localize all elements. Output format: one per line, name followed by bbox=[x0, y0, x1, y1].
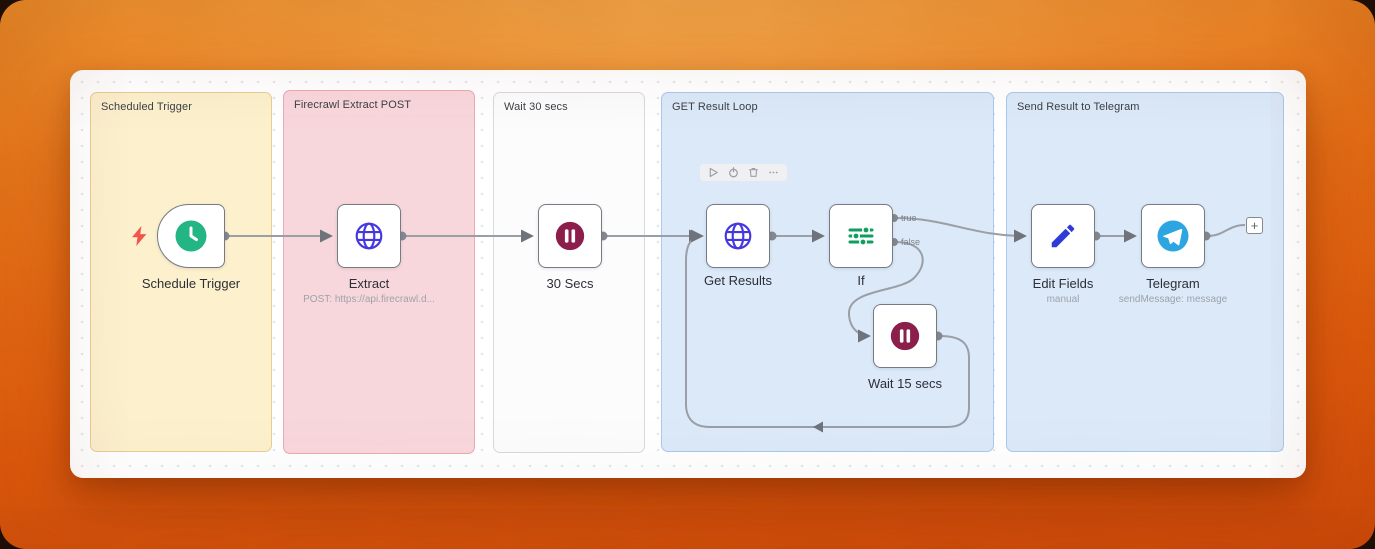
sliders-icon bbox=[845, 220, 877, 252]
group-scheduled-trigger[interactable]: Scheduled Trigger bbox=[90, 92, 272, 452]
node-title: 30 Secs bbox=[546, 276, 594, 291]
group-wait-30-secs[interactable]: Wait 30 secs bbox=[493, 92, 645, 453]
node-if[interactable] bbox=[829, 204, 893, 268]
node-label-schedule-trigger: Schedule Trigger bbox=[142, 276, 240, 291]
node-label-telegram: Telegram sendMessage: message bbox=[1119, 276, 1227, 305]
node-label-wait-15: Wait 15 secs bbox=[868, 376, 942, 391]
node-toolbar bbox=[700, 164, 787, 181]
workflow-canvas[interactable]: Scheduled Trigger Firecrawl Extract POST… bbox=[70, 70, 1306, 478]
power-icon[interactable] bbox=[728, 167, 739, 178]
globe-icon bbox=[352, 219, 386, 253]
node-wait-15-secs[interactable] bbox=[873, 304, 937, 368]
node-label-wait-30: 30 Secs bbox=[547, 276, 594, 291]
node-subtitle: POST: https://api.firecrawl.d... bbox=[303, 294, 435, 305]
pause-icon bbox=[888, 319, 922, 353]
node-title: Get Results bbox=[704, 273, 772, 288]
trash-icon[interactable] bbox=[748, 167, 759, 178]
pause-icon bbox=[553, 219, 587, 253]
group-firecrawl-extract-post[interactable]: Firecrawl Extract POST bbox=[283, 90, 475, 454]
node-subtitle: sendMessage: message bbox=[1118, 294, 1228, 305]
group-get-result-loop[interactable]: GET Result Loop bbox=[661, 92, 994, 452]
ellipsis-icon[interactable] bbox=[768, 167, 779, 178]
node-label-if: If bbox=[857, 273, 864, 288]
node-subtitle: manual bbox=[1046, 294, 1080, 305]
telegram-icon bbox=[1155, 218, 1191, 254]
lightning-icon bbox=[132, 226, 147, 246]
node-get-results[interactable] bbox=[706, 204, 770, 268]
group-label: Scheduled Trigger bbox=[101, 101, 192, 113]
node-title: Edit Fields bbox=[1032, 276, 1094, 291]
node-title: Telegram bbox=[1146, 276, 1200, 291]
group-send-result-to-telegram[interactable]: Send Result to Telegram bbox=[1006, 92, 1284, 452]
node-extract[interactable] bbox=[337, 204, 401, 268]
node-title: Extract bbox=[348, 276, 390, 291]
node-schedule-trigger[interactable] bbox=[132, 204, 225, 268]
node-label-edit-fields: Edit Fields manual bbox=[1033, 276, 1094, 305]
pencil-icon bbox=[1048, 221, 1078, 251]
node-edit-fields[interactable] bbox=[1031, 204, 1095, 268]
node-title: If bbox=[857, 273, 865, 288]
group-label: Wait 30 secs bbox=[504, 101, 568, 113]
if-false-output-label: false bbox=[901, 237, 921, 247]
group-label: GET Result Loop bbox=[672, 101, 758, 113]
add-node-button[interactable]: + bbox=[1246, 217, 1263, 234]
node-label-extract: Extract POST: https://api.firecrawl.d... bbox=[303, 276, 435, 305]
node-telegram[interactable] bbox=[1141, 204, 1205, 268]
group-label: Firecrawl Extract POST bbox=[294, 99, 412, 111]
clock-icon bbox=[173, 218, 209, 254]
node-title: Schedule Trigger bbox=[141, 276, 241, 291]
if-true-output-label: true bbox=[901, 213, 917, 223]
globe-icon bbox=[721, 219, 755, 253]
node-title: Wait 15 secs bbox=[868, 376, 942, 391]
group-label: Send Result to Telegram bbox=[1017, 101, 1140, 113]
play-icon[interactable] bbox=[708, 167, 719, 178]
node-label-get-results: Get Results bbox=[704, 273, 772, 288]
node-wait-30-secs[interactable] bbox=[538, 204, 602, 268]
